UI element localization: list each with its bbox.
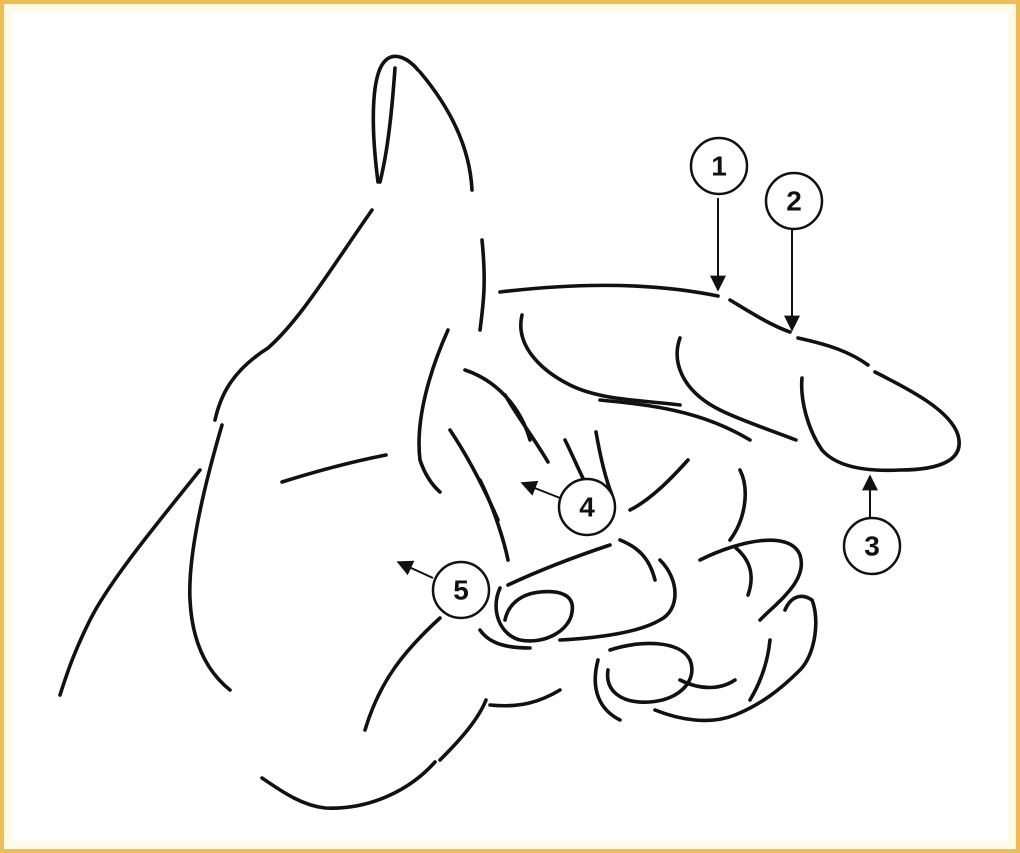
arrow-5 — [398, 562, 433, 578]
callout-2-label: 2 — [786, 186, 802, 217]
callout-4-label: 4 — [579, 492, 595, 523]
hand-outline — [60, 56, 959, 808]
callout-5: 5 — [433, 562, 489, 618]
arrow-4 — [522, 483, 560, 498]
callout-arrows — [398, 198, 870, 578]
hand-illustration: 1 2 3 4 5 — [4, 4, 1016, 849]
callout-5-label: 5 — [453, 575, 469, 606]
callout-1: 1 — [691, 138, 747, 194]
callout-1-label: 1 — [711, 151, 727, 182]
callout-3: 3 — [844, 518, 900, 574]
callout-3-label: 3 — [864, 531, 880, 562]
callout-2: 2 — [766, 173, 822, 229]
callout-4: 4 — [559, 479, 615, 535]
